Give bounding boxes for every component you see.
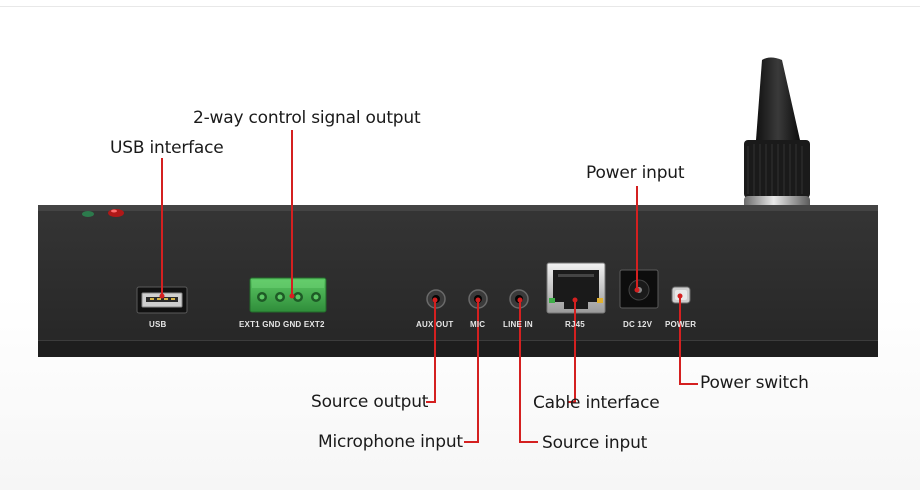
callout-source-output: Source output xyxy=(311,392,429,412)
callout-control-signal: 2-way control signal output xyxy=(193,108,421,128)
leader-cable xyxy=(568,300,576,403)
activity-led-icon xyxy=(597,298,603,303)
antenna xyxy=(744,57,810,217)
green-led-icon xyxy=(82,211,94,217)
link-led-icon xyxy=(549,298,555,303)
ext-port-label: EXT1 GND GND EXT2 xyxy=(239,320,325,329)
callout-cable-interface: Cable interface xyxy=(533,393,660,413)
terminal-block[interactable] xyxy=(249,277,327,313)
power-label: POWER xyxy=(665,320,697,329)
usb-port-label: USB xyxy=(149,320,167,329)
dc-label: DC 12V xyxy=(623,320,653,329)
line-in-label: LINE IN xyxy=(503,320,533,329)
leader-mic xyxy=(464,300,479,443)
device-body xyxy=(38,205,878,357)
callout-microphone-input: Microphone input xyxy=(318,432,463,452)
callout-power-input: Power input xyxy=(586,163,685,183)
callout-power-switch: Power switch xyxy=(700,373,809,393)
callout-source-input: Source input xyxy=(542,433,648,453)
leader-source-input xyxy=(519,300,538,443)
mic-label: MIC xyxy=(470,320,486,329)
leader-lines xyxy=(161,130,698,443)
aux-out-label: AUX OUT xyxy=(416,320,454,329)
rj45-label: RJ45 xyxy=(565,320,585,329)
usb-port[interactable] xyxy=(136,286,188,314)
top-divider xyxy=(0,6,920,7)
leader-source-output xyxy=(426,300,436,403)
callout-usb-interface: USB interface xyxy=(110,138,224,158)
leader-power-switch xyxy=(679,296,698,385)
antenna-rod xyxy=(756,57,800,140)
